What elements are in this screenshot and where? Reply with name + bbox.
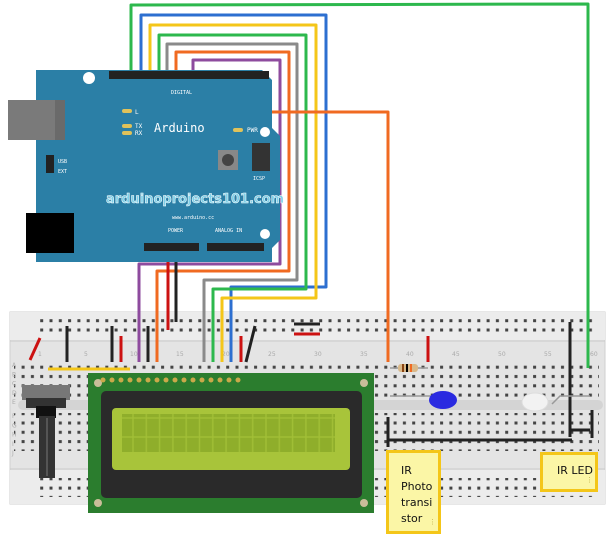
column-number: 55	[544, 351, 552, 358]
icsp-header	[252, 143, 270, 171]
row-letter: J	[11, 450, 14, 457]
watermark: arduinoprojects101.com	[106, 192, 284, 207]
arduino-label: Arduino	[154, 121, 205, 135]
rx-label: RX	[135, 130, 143, 137]
lcd-pin	[235, 377, 241, 383]
column-number: 1	[38, 351, 42, 358]
column-number: 45	[452, 351, 460, 358]
arduino-board: Arduino DIGITAL TX RX L PWR ICSP USB EXT…	[8, 70, 284, 262]
wire-green	[157, 33, 308, 362]
analog-header	[207, 243, 264, 251]
lcd-pin	[118, 377, 124, 383]
power-label: POWER	[168, 228, 184, 234]
lcd-pin	[136, 377, 142, 383]
lcd-pin	[109, 377, 115, 383]
analog-label: ANALOG IN	[215, 228, 242, 234]
column-number: 10	[130, 351, 138, 358]
ext-label: EXT	[58, 169, 67, 175]
lcd-pin	[217, 377, 223, 383]
resize-grip-icon[interactable]: ⋮	[586, 476, 593, 484]
website-label: www.arduino.cc	[172, 215, 214, 221]
ir-phototransistor	[390, 391, 457, 409]
column-number: 40	[406, 351, 414, 358]
lcd-pin	[163, 377, 169, 383]
column-number: 30	[314, 351, 322, 358]
icsp-label: ICSP	[253, 176, 265, 182]
note-ir-led: IR LED ⋮	[540, 452, 598, 492]
wire-green-long	[129, 2, 590, 368]
lcd-pin	[145, 377, 151, 383]
column-number: 5	[84, 351, 88, 358]
lcd-pin	[172, 377, 178, 383]
power-header	[144, 243, 199, 251]
resize-grip-icon[interactable]: ⋮	[429, 518, 436, 526]
lcd-pin	[208, 377, 214, 383]
l-label: L	[135, 109, 139, 116]
row-letter: G	[12, 422, 17, 429]
note-line: stor	[401, 512, 423, 525]
digital-label: DIGITAL	[171, 90, 192, 96]
digital-header	[109, 71, 269, 79]
wire-orange	[155, 50, 291, 362]
potentiometer[interactable]	[22, 385, 70, 478]
pwr-sel-jumper[interactable]	[46, 155, 54, 173]
column-number: 35	[360, 351, 368, 358]
row-letter: D	[12, 390, 17, 397]
usb-label: USB	[58, 159, 67, 165]
wires	[129, 2, 590, 368]
wire-yellow	[148, 23, 318, 362]
note-line: IR	[401, 464, 412, 477]
jumpers	[28, 322, 594, 447]
lcd-pin	[127, 377, 133, 383]
lcd-16x2	[88, 373, 374, 513]
lcd-pin	[181, 377, 187, 383]
note-line: transi	[401, 496, 433, 509]
row-letter: E	[12, 399, 16, 406]
pwr-label: PWR	[247, 127, 258, 134]
wire-gray	[165, 42, 299, 362]
row-letter: F	[12, 413, 16, 420]
row-letter: H	[12, 432, 17, 439]
lcd-pin	[100, 377, 106, 383]
power-jack	[26, 213, 74, 253]
note-text: IR LED	[557, 464, 593, 477]
lcd-pin	[226, 377, 232, 383]
row-letter: B	[12, 371, 16, 378]
column-number: 15	[176, 351, 184, 358]
lcd-pin	[199, 377, 205, 383]
column-number: 60	[590, 351, 598, 358]
note-ir-phototransistor: IR Photo transi stor ⋮	[386, 450, 441, 534]
row-letter: A	[12, 362, 17, 369]
resistor	[390, 364, 428, 372]
column-number: 50	[498, 351, 506, 358]
tx-label: TX	[135, 123, 143, 130]
ir-led	[521, 392, 590, 412]
lcd-pin	[154, 377, 160, 383]
column-number: 25	[268, 351, 276, 358]
note-line: Photo	[401, 480, 433, 493]
lcd-pin	[190, 377, 196, 383]
row-letter: C	[12, 381, 16, 388]
row-letter: I	[12, 441, 14, 448]
column-number: 20	[222, 351, 230, 358]
